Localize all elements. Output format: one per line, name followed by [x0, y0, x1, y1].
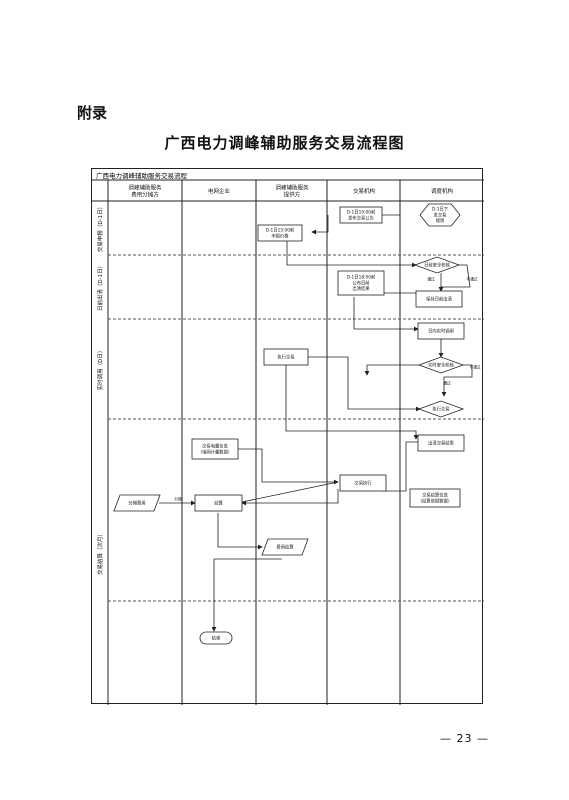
svg-text:D-1日10:00前发布交易公告: D-1日10:00前发布交易公告	[347, 209, 376, 222]
label-fail-2: 不通过	[469, 364, 481, 369]
svg-text:执行交易: 执行交易	[432, 405, 449, 412]
svg-text:日前出清（D-1日）: 日前出清（D-1日）	[96, 263, 104, 311]
svg-text:不通过: 不通过	[466, 276, 478, 281]
label-pass-1: 通过	[427, 276, 435, 281]
node-keep-dayahead: 保持日前出清	[415, 290, 463, 308]
svg-text:分摊费用: 分摊费用	[128, 499, 145, 506]
svg-text:交易执行: 交易执行	[354, 479, 372, 486]
node-clearing-result: 出清交易结果	[417, 434, 465, 452]
chart-header: 广西电力调峰辅助服务交易流程	[96, 171, 188, 180]
phase-label-3: 交易结算（次月）	[96, 531, 104, 575]
lane-header-3: 交易机构	[353, 187, 376, 195]
flowchart: 广西电力调峰辅助服务交易流程 调峰辅助服务费用分摊方电网企业调峰辅助服务提供方交…	[92, 171, 484, 705]
node-publish-result: D-1日18:00前公布日前出清结果	[337, 270, 385, 296]
svg-text:保持日前出清: 保持日前出清	[426, 295, 452, 302]
svg-text:日内实时调用: 日内实时调用	[428, 327, 454, 334]
phase-label-1: 日前出清（D-1日）	[96, 263, 104, 311]
label-pass-2: 通过	[443, 380, 451, 385]
node-provider-execute: 执行交易	[263, 348, 309, 366]
node-payment: 费用结算	[261, 538, 309, 556]
flowchart-frame: 广西电力调峰辅助服务交易流程 调峰辅助服务费用分摊方电网企业调峰辅助服务提供方交…	[91, 168, 484, 705]
lane-header-4: 调度机构	[431, 187, 454, 195]
phase-labels: 交易申报（D-1日） 日前出清（D-1日） 实时调用（D日） 交易结算（次月）	[96, 204, 104, 575]
node-dispatch-start: D-1日下发交易规则	[419, 203, 461, 227]
svg-text:D-1日15:00前申报价格: D-1日15:00前申报价格	[266, 227, 295, 240]
decision-execute: 执行交易	[417, 400, 465, 418]
lane-header-0: 调峰辅助服务费用分摊方	[128, 183, 162, 198]
page-number: — 23 —	[440, 732, 489, 745]
svg-text:通过: 通过	[443, 380, 451, 385]
svg-text:交易申报（D-1日）: 交易申报（D-1日）	[96, 204, 104, 252]
appendix-label: 附录	[77, 104, 108, 122]
svg-text:执行交易: 执行交易	[277, 353, 294, 360]
svg-text:D-1日18:00前公布日前出清结果: D-1日18:00前公布日前出清结果	[347, 274, 376, 293]
lane-headers: 调峰辅助服务费用分摊方 电网企业 调峰辅助服务提供方 交易机构 调度机构	[128, 183, 453, 198]
label-allocation: 分摊	[174, 496, 182, 501]
svg-text:交易结算信息（结算依据数据）: 交易结算信息（结算依据数据）	[418, 492, 452, 505]
svg-text:费用结算: 费用结算	[276, 543, 294, 550]
svg-text:交易电量信息（电网计量数据）: 交易电量信息（电网计量数据）	[198, 443, 232, 456]
svg-text:日前安全校核: 日前安全校核	[424, 261, 450, 268]
node-realtime-dispatch: 日内实时调用	[417, 322, 465, 340]
node-cost-allocation: 分摊费用	[113, 494, 161, 512]
svg-text:分摊: 分摊	[174, 496, 182, 501]
svg-text:结算: 结算	[214, 499, 223, 506]
node-metering-data: 交易电量信息（电网计量数据）	[191, 438, 239, 460]
svg-text:结束: 结束	[212, 634, 221, 641]
page-title: 广西电力调峰辅助服务交易流程图	[164, 134, 405, 152]
node-publish-announcement: D-1日10:00前发布交易公告	[339, 206, 383, 224]
node-settlement-info: 交易结算信息（结算依据数据）	[409, 488, 461, 508]
svg-text:出清交易结果: 出清交易结果	[428, 439, 454, 446]
decision-realtime-check: 实时安全校核	[417, 356, 465, 374]
svg-text:D-1日下发交易规则: D-1日下发交易规则	[432, 207, 449, 225]
label-fail-1: 不通过	[466, 276, 478, 281]
decision-safety-check: 日前安全校核	[413, 256, 461, 274]
node-execution-record: 交易执行	[339, 474, 387, 492]
svg-text:不通过: 不通过	[469, 364, 481, 369]
node-declare-price: D-1日15:00前申报价格	[257, 224, 303, 242]
svg-text:交易结算（次月）: 交易结算（次月）	[96, 531, 104, 575]
phase-label-2: 实时调用（D日）	[96, 348, 104, 391]
node-settle: 结算	[194, 494, 243, 512]
phase-label-0: 交易申报（D-1日）	[96, 204, 104, 252]
lane-header-1: 电网企业	[208, 187, 231, 195]
lane-header-2: 调峰辅助服务提供方	[275, 183, 309, 198]
svg-text:实时调用（D日）: 实时调用（D日）	[96, 348, 104, 391]
svg-text:通过: 通过	[427, 276, 435, 281]
svg-text:实时安全校核: 实时安全校核	[428, 361, 454, 368]
node-end: 结束	[199, 631, 233, 645]
